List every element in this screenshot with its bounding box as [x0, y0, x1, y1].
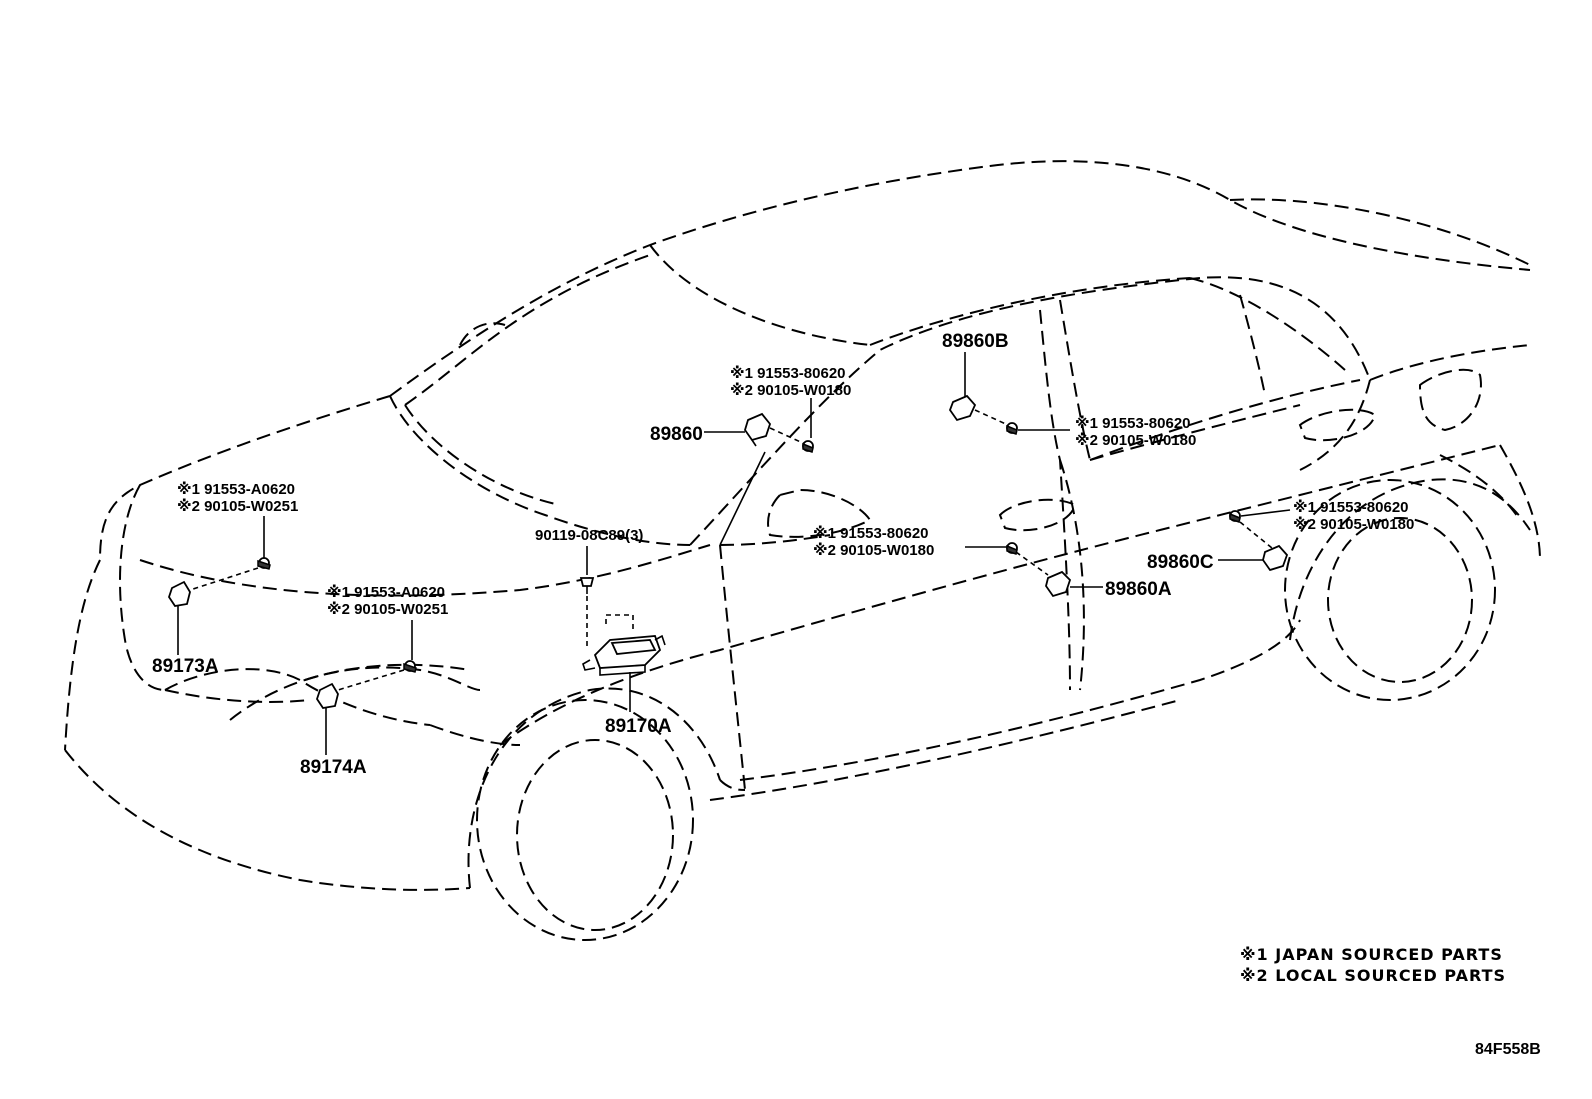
- sensor-89860[interactable]: [744, 412, 772, 447]
- label-89860B: 89860B: [942, 331, 1009, 352]
- part-89170A-group: 90119-08C89(3) 89170A: [535, 527, 672, 737]
- label-89174A-part2: ※2 90105-W0251: [327, 600, 448, 618]
- bolt-89170A[interactable]: [579, 577, 595, 594]
- label-89173A-part2: ※2 90105-W0251: [177, 497, 298, 515]
- bolt-89860[interactable]: [802, 440, 814, 453]
- part-89860B-group: 89860B ※1 91553-80620 ※2 90105-W0180: [942, 331, 1196, 449]
- sensor-89174A[interactable]: [316, 682, 339, 709]
- part-89860C-group: ※1 91553-80620 ※2 90105-W0180 89860C: [1147, 498, 1414, 573]
- label-89860C: 89860C: [1147, 552, 1214, 573]
- label-89170A: 89170A: [605, 716, 672, 737]
- label-89173A: 89173A: [152, 656, 219, 677]
- part-89860A-group: ※1 91553-80620 ※2 90105-W0180 89860A: [813, 524, 1172, 600]
- car-outline: [64, 160, 1541, 941]
- label-89174A: 89174A: [300, 757, 367, 778]
- bolt-89860B[interactable]: [1006, 422, 1018, 435]
- legend: ※1 JAPAN SOURCED PARTS ※2 LOCAL SOURCED …: [1240, 945, 1506, 985]
- bolt-89860C[interactable]: [1229, 510, 1241, 523]
- label-89860C-part2: ※2 90105-W0180: [1293, 515, 1414, 533]
- label-89174A-part1: ※1 91553-A0620: [327, 583, 445, 601]
- label-89860A: 89860A: [1105, 579, 1172, 600]
- sensor-89860A[interactable]: [1045, 570, 1072, 598]
- diagram-code: 84F558B: [1475, 1041, 1541, 1058]
- part-89173A-group: ※1 91553-A0620 ※2 90105-W0251 89173A: [152, 480, 298, 677]
- label-89860B-part2: ※2 90105-W0180: [1075, 431, 1196, 449]
- part-89860-group: 89860 ※1 91553-80620 ※2 90105-W0180: [650, 364, 851, 546]
- bolt-89860A[interactable]: [1006, 542, 1018, 555]
- legend-note-japan: ※1 JAPAN SOURCED PARTS: [1240, 945, 1503, 964]
- bolt-89174A[interactable]: [403, 660, 417, 673]
- part-89174A-group: ※1 91553-A0620 ※2 90105-W0251 89174A: [300, 583, 448, 778]
- label-89860C-part1: ※1 91553-80620: [1293, 498, 1409, 516]
- label-89860-part2: ※2 90105-W0180: [730, 381, 851, 399]
- bolt-89173A[interactable]: [257, 557, 271, 570]
- ecu-89170A[interactable]: [582, 634, 666, 676]
- legend-note-local: ※2 LOCAL SOURCED PARTS: [1240, 966, 1506, 985]
- label-89173A-part1: ※1 91553-A0620: [177, 480, 295, 498]
- label-89860: 89860: [650, 424, 703, 445]
- sensor-89860B[interactable]: [948, 394, 977, 422]
- label-89860A-part1: ※1 91553-80620: [813, 524, 929, 542]
- sensor-89860C[interactable]: [1262, 544, 1289, 572]
- label-89860B-part1: ※1 91553-80620: [1075, 414, 1191, 432]
- label-89170A-bolt: 90119-08C89(3): [535, 527, 643, 544]
- label-89860A-part2: ※2 90105-W0180: [813, 541, 934, 559]
- label-89860-part1: ※1 91553-80620: [730, 364, 846, 382]
- sensor-89173A[interactable]: [168, 580, 191, 607]
